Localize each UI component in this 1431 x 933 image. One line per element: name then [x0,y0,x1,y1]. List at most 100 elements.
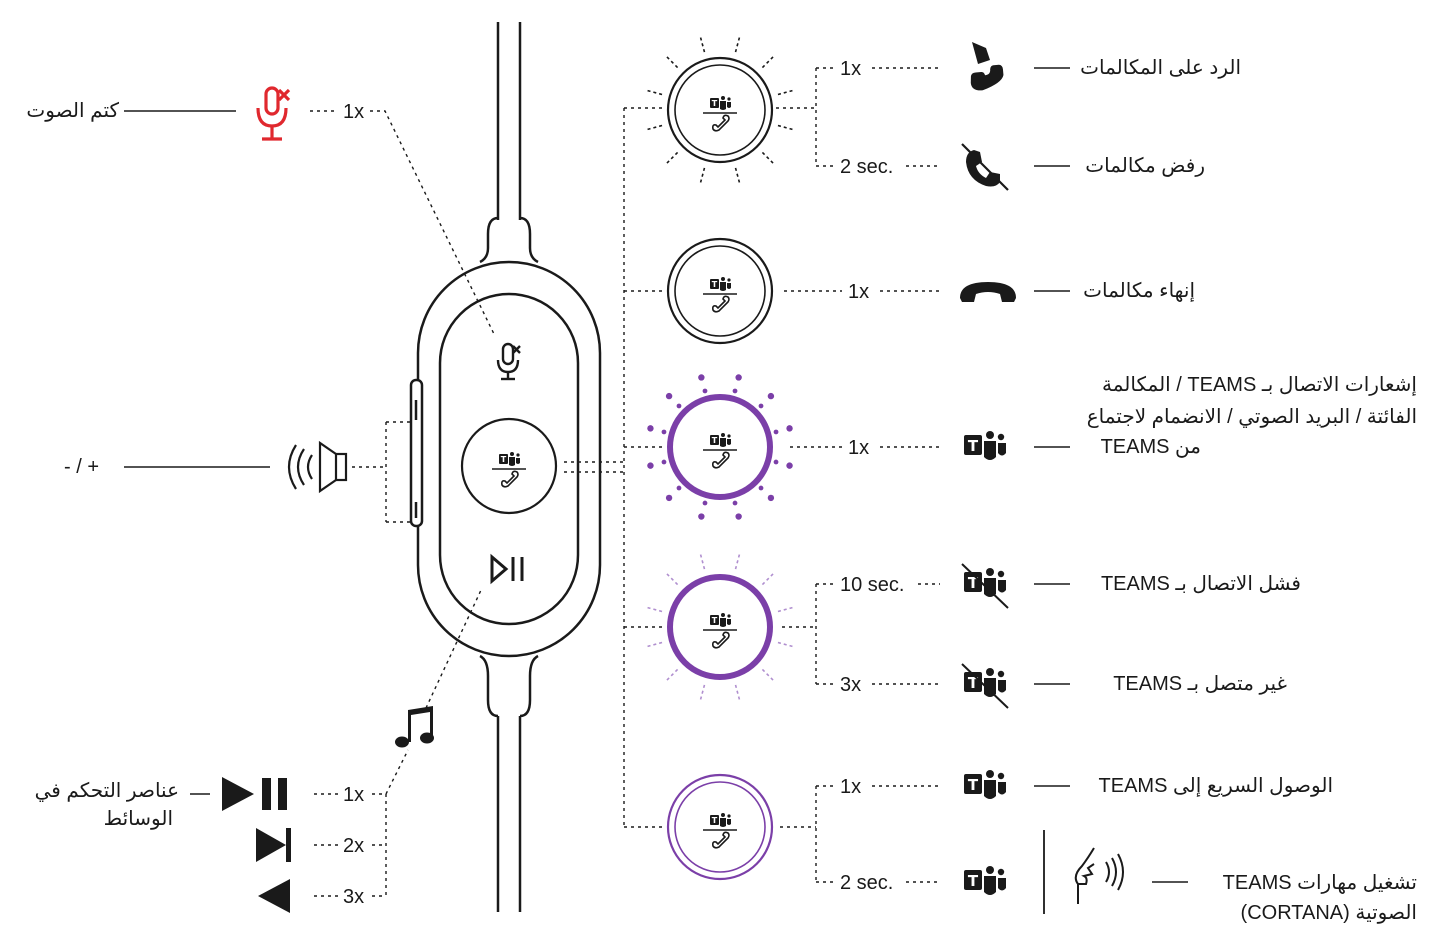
led-pulse-dot [647,462,654,469]
play-pause-icon [222,777,287,811]
led-pulse-dot [702,500,708,506]
led-pulse-dot [786,425,793,432]
skills-label-line1: تشغيل مهارات TEAMS [1222,872,1417,894]
led-ray [664,668,679,683]
led-pulse-dot [735,374,742,381]
led-pulse-dot [758,403,764,409]
led-ray [734,34,741,53]
led-ray [734,167,741,186]
led-pulse-dot [702,388,708,394]
led-ring-purple-flashing [667,574,773,680]
led-pulse-dot [698,513,705,520]
led-ray [777,606,796,613]
decline-press: 2 sec. [837,155,897,179]
inline-controller [409,260,602,658]
led-pulse-dot [647,425,654,432]
phone-answer-icon [970,42,1004,91]
end-label: إنهاء مكالمات [1083,280,1195,302]
quick-label: الوصول السريع إلى TEAMS [1098,775,1333,797]
previous-track-icon [258,879,290,913]
led-pulse-dot [732,388,738,394]
led-pulse-dot [661,429,667,435]
play-pause-button-icon[interactable] [490,553,524,585]
decline-label: رفض مكالمات [1085,155,1205,177]
notify-label-line2: الفائتة / البريد الصوتي / الانضمام لاجتم… [1086,406,1417,428]
teams-logo-icon [964,770,1006,799]
led-ray [761,668,776,683]
led-pulse-dot [661,459,667,465]
teams-crossed-icon [961,663,1009,709]
led-ray [777,641,796,648]
led-pulse-dot [767,494,775,502]
end-press: 1x [845,280,873,304]
next-track-icon [256,828,291,862]
mute-microphone-icon [256,86,291,141]
led-pulse-dot [767,392,775,400]
teams-logo-icon [964,866,1006,895]
led-pulse-dot [786,462,793,469]
teams-crossed-icon [961,563,1009,609]
led-ray [777,124,796,131]
led-ray [644,641,663,648]
led-ring-purple-thin [666,773,774,881]
led-pulse-dot [773,429,779,435]
voice-speaking-icon [1074,847,1124,904]
fail-label: فشل الاتصال بـ TEAMS [1100,573,1301,595]
mute-label: كتم الصوت [26,100,119,122]
media-press-3x: 3x [340,885,368,909]
led-ray [699,34,706,53]
led-pulse-dot [665,392,673,400]
teams-logo-icon [964,431,1006,460]
teams-button-icon[interactable] [460,417,558,515]
led-ray [761,54,776,69]
led-ray [761,571,776,586]
music-note-icon [395,706,434,748]
quick-press: 1x [837,775,865,799]
skills-press: 2 sec. [837,871,897,895]
led-ray [699,551,706,570]
mute-press-count: 1x [340,100,368,124]
skills-label-line2: الصوتية (CORTANA) [1240,902,1417,924]
led-ring-purple-pulsing [667,394,773,500]
led-ray [664,54,679,69]
answer-label: الرد على المكالمات [1080,57,1241,79]
speaker-icon [287,440,348,494]
led-ray [699,167,706,186]
media-press-2x: 2x [340,834,368,858]
label-connectors [124,67,1188,914]
answer-press: 1x [837,57,865,81]
notify-label-line1: إشعارات الاتصال بـ TEAMS / المكالمة [1101,374,1417,396]
led-pulse-dot [665,494,673,502]
led-ring-rays [644,34,796,703]
led-ray [734,551,741,570]
led-ray [664,151,679,166]
media-label-line2: الوسائط [103,808,173,830]
led-pulse-dot [773,459,779,465]
volume-label: - / + [64,456,100,478]
leader-lines [310,67,940,897]
media-label-line1: عناصر التحكم في [34,780,179,802]
mute-button-icon[interactable] [496,342,521,381]
led-ring-white-solid [666,237,774,345]
not-connected-label: غير متصل بـ TEAMS [1113,673,1287,695]
led-ray [777,89,796,96]
led-pulse-dot [698,374,705,381]
hang-up-icon [960,282,1016,302]
led-pulse-dot [735,513,742,520]
phone-decline-icon [961,143,1009,191]
headset-cable [479,22,539,912]
not-connected-press: 3x [837,673,865,697]
led-pulse-dot [676,485,682,491]
notify-press: 1x [845,436,873,460]
media-press-1x: 1x [340,783,368,807]
led-ring-white-flashing [666,56,774,164]
led-ray [664,571,679,586]
led-ray [644,124,663,131]
led-pulse-dot [676,403,682,409]
led-ray [734,684,741,703]
led-pulse-dot [732,500,738,506]
led-ray [761,151,776,166]
led-ray [644,89,663,96]
